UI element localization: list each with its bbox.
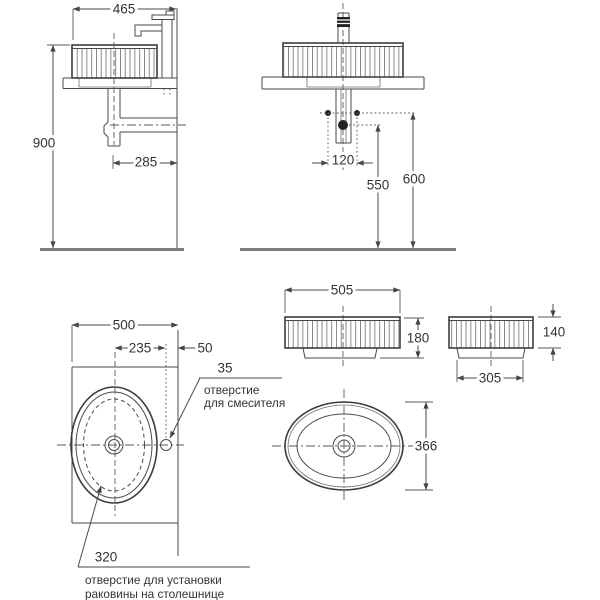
basin-outline-plan [70, 386, 158, 504]
sink-ribs-front [284, 46, 402, 77]
dim-366: 366 [415, 439, 438, 454]
sink-base-elev [302, 347, 378, 359]
countertop-front [261, 76, 425, 90]
basin-inner-rim-plan [75, 391, 153, 499]
dim-465: 465 [113, 2, 136, 17]
sink-base-side-elev [456, 347, 526, 359]
cutout-label-line2: раковины на столешнице [85, 587, 225, 600]
faucet-hole-label-line2: для смесителя [204, 396, 285, 410]
dim-505: 505 [331, 283, 354, 298]
dim-50: 50 [197, 341, 212, 356]
view-front-installation: 120 550 600 [240, 3, 456, 251]
countertop-plan-outline [71, 366, 178, 524]
view-plan-countertop: 500 235 50 35 отверстие для смесителя 32… [57, 315, 285, 600]
sink-ribs-elev [286, 320, 399, 348]
drain-inner-plan [108, 439, 120, 451]
drain-outer [332, 434, 356, 458]
faucet-hole [160, 439, 172, 451]
dim-120: 120 [332, 153, 355, 168]
dim-305: 305 [479, 371, 502, 386]
dim-550: 550 [367, 178, 390, 193]
dim-140: 140 [543, 325, 566, 340]
sink-body-side [71, 44, 158, 79]
sink-basin-plan [296, 413, 392, 479]
drain-point [338, 120, 348, 130]
view-side-installation: 465 900 285 [30, 0, 186, 251]
dim-285: 285 [135, 155, 158, 170]
cutout-recess-front [306, 77, 381, 88]
view-side-elevation: 140 305 [448, 304, 568, 389]
crosshair-plan-sink [272, 389, 417, 503]
view-front-elevation: 505 180 [284, 280, 432, 366]
view-plan-sink: 366 [272, 389, 440, 503]
sink-rim-plan [287, 404, 401, 488]
drain-pipe-front [335, 89, 352, 144]
cutout-label-line1: отверстие для установки [85, 573, 222, 587]
dim-180: 180 [407, 331, 430, 346]
drain-pipe-side [103, 33, 186, 147]
cutout-oval-dashed [83, 398, 145, 492]
sink-outline-plan [284, 401, 404, 491]
cutout-recess-side [78, 78, 152, 88]
dim-320: 320 [95, 550, 118, 565]
sink-body-side-elev [448, 316, 534, 349]
sink-ribs-side [73, 48, 156, 78]
drain-outer-plan [104, 435, 124, 455]
dim-35: 35 [217, 361, 232, 376]
sink-body-elev [284, 316, 401, 349]
dim-600: 600 [403, 172, 426, 187]
dim-900: 900 [33, 136, 56, 151]
sink-ribs-side-elev [450, 320, 532, 348]
dim-500: 500 [113, 318, 136, 333]
faucet-front [337, 12, 350, 43]
dim-235: 235 [129, 341, 152, 356]
faucet-side [134, 10, 175, 95]
faucet-hole-label-line1: отверстие [204, 383, 260, 397]
drain-inner [337, 439, 351, 453]
